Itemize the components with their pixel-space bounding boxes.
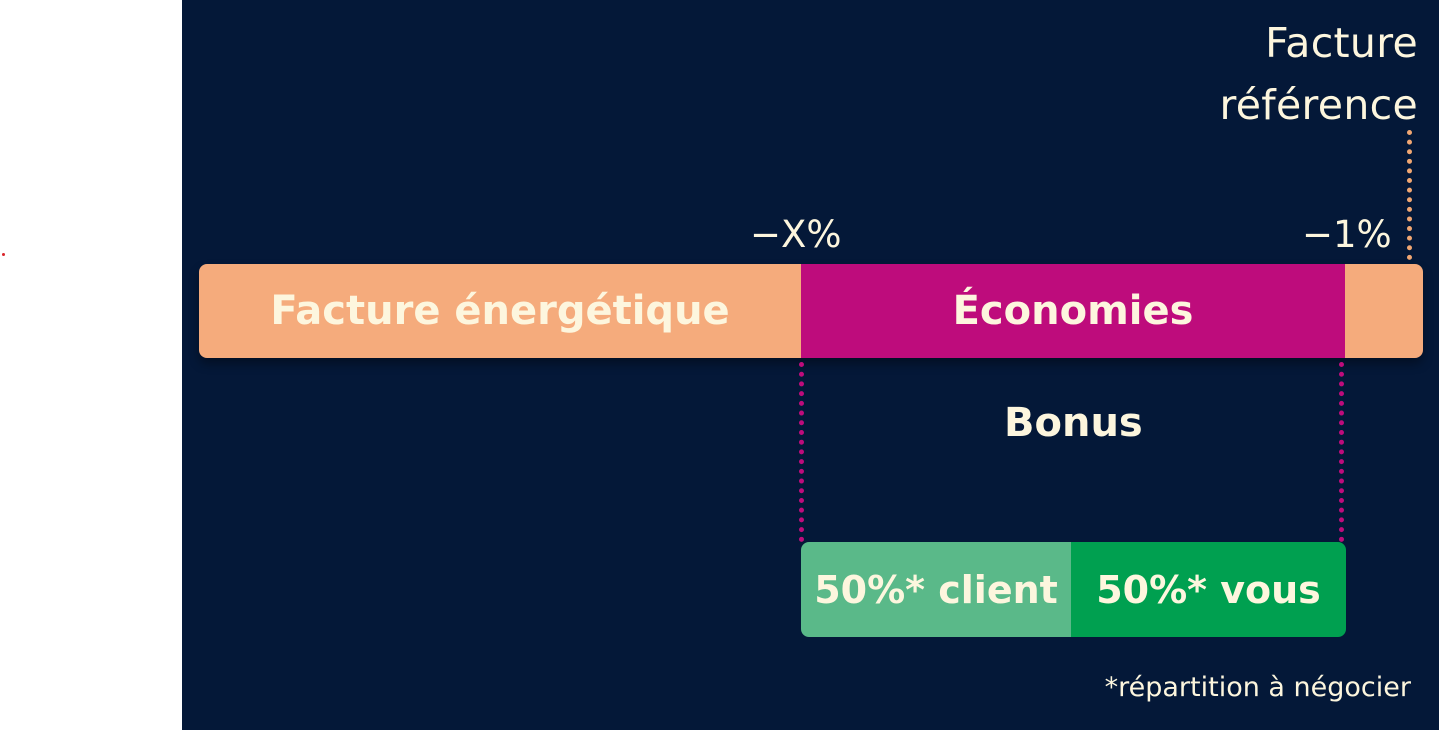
vous-share-segment: 50%* vous [1071,542,1346,637]
reference-label-line1: Facture [1265,19,1418,67]
reference-label-line2: référence [1219,81,1418,129]
bonus-dotted-line-right [1339,362,1344,542]
tick-minus-1-percent: −1% [1302,213,1392,256]
energy-bill-bar: Facture énergétique Économies [199,264,1423,358]
facture-segment: Facture énergétique [270,288,730,334]
reference-dotted-line [1407,130,1412,260]
reference-label: Facture référence [1220,12,1418,136]
diagram-panel: Facture référence −X% −1% Facture énergé… [182,0,1439,730]
economies-segment: Économies [801,264,1345,358]
red-dot-mark [2,253,5,256]
client-share-segment: 50%* client [801,542,1071,637]
bonus-label: Bonus [1004,400,1143,446]
footnote: *répartition à négocier [1104,672,1411,703]
tick-minus-x-percent: −X% [750,213,842,256]
bonus-dotted-line-left [799,362,804,542]
bonus-split-bar: 50%* client 50%* vous [801,542,1346,637]
